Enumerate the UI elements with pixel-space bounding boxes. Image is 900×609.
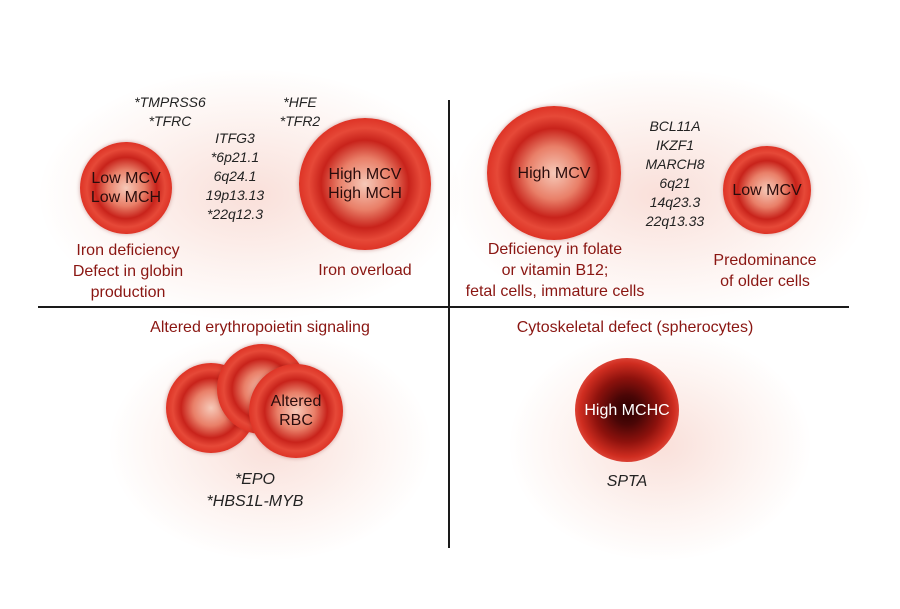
low-mcv-cell-label: Low MCV Low MCH (90, 170, 162, 206)
genes-mcv-loci: BCL11A IKZF1 MARCH8 6q21 14q23.3 22q13.3… (645, 118, 705, 229)
caption-iron-deficiency: Iron deficiency Defect in globin product… (72, 242, 184, 301)
caption-older-cells: Predominance of older cells (713, 252, 817, 290)
low-mcv-cell-older: Low MCV (723, 146, 811, 234)
spherocyte-label: High MCHC (584, 401, 670, 419)
high-mcv-cell-label: High MCV High MCH (328, 166, 402, 202)
genes-epo-signaling: *EPO *HBS1L-MYB (206, 471, 304, 510)
genes-iron-deficiency: *TMPRSS6 *TFRC (134, 94, 206, 129)
spherocyte-cell: High MCHC (575, 358, 679, 462)
high-mcv-cell-iron-overload: High MCV High MCH (299, 118, 431, 250)
divider-vertical (448, 100, 450, 548)
high-mcv-cell-folate: High MCV (487, 106, 621, 240)
caption-folate-deficiency: Deficiency in folate or vitamin B12; fet… (465, 241, 645, 300)
gene-spta: SPTA (606, 473, 648, 490)
genes-loci-middle: ITFG3 *6p21.1 6q24.1 19p13.13 *22q12.3 (205, 130, 265, 222)
header-cytoskeletal-defect: Cytoskeletal defect (spherocytes) (516, 319, 754, 336)
caption-iron-overload: Iron overload (318, 262, 412, 279)
genes-iron-overload: *HFE *TFR2 (279, 94, 321, 129)
low-mcv-cell: Low MCV Low MCH (80, 142, 172, 234)
altered-rbc-cell: Altered RBC (249, 364, 343, 458)
low-mcv-older-label: Low MCV (732, 181, 802, 199)
altered-rbc-label: Altered RBC (270, 393, 322, 429)
header-erythropoietin-signaling: Altered erythropoietin signaling (150, 319, 370, 336)
high-mcv-folate-label: High MCV (517, 164, 591, 182)
divider-horizontal (38, 306, 849, 308)
